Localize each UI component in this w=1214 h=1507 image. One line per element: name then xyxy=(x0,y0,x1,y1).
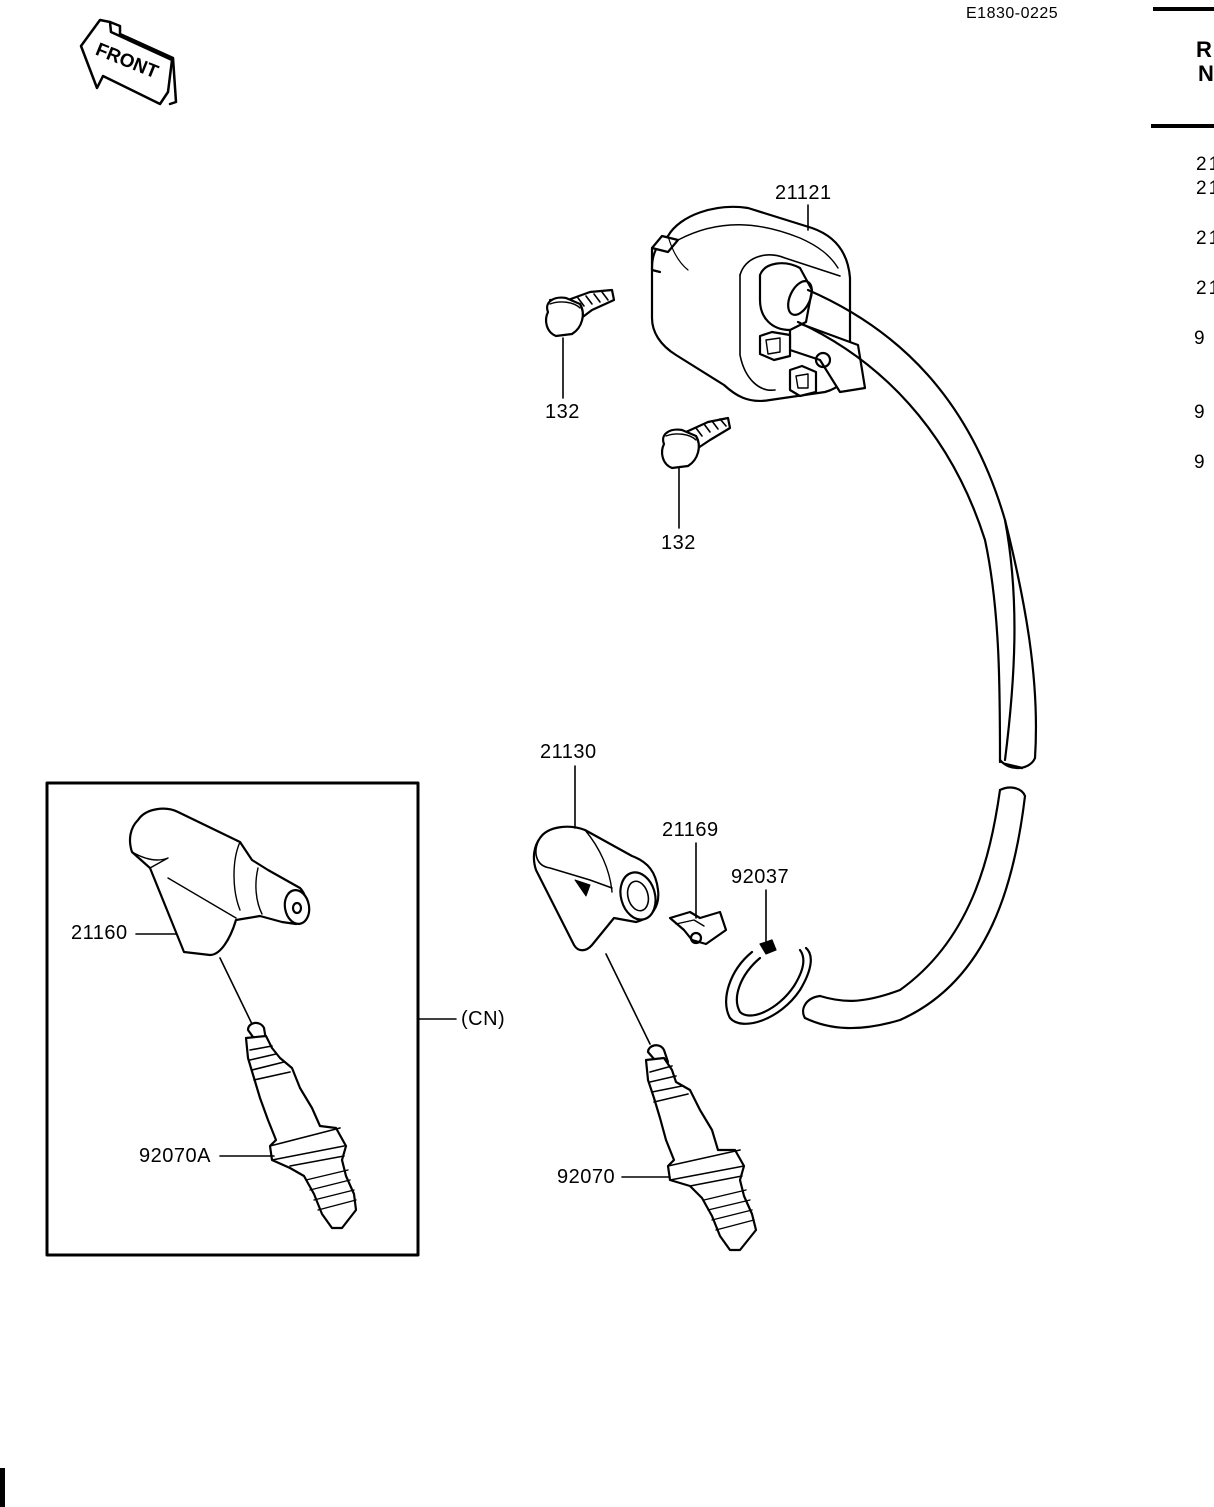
label-variant: (CN) xyxy=(461,1008,506,1030)
table-row: 21 xyxy=(1196,228,1214,249)
label-plug-cap: 21130 xyxy=(540,741,597,763)
table-header-rule xyxy=(1151,124,1214,128)
plug-cap xyxy=(532,825,660,952)
clamp xyxy=(668,910,728,946)
diagram-code: E1830-0225 xyxy=(966,5,1059,22)
table-top-rule xyxy=(1153,7,1214,11)
label-ignition-coil: 21121 xyxy=(775,182,832,204)
table-row: 21 xyxy=(1196,154,1214,175)
label-bolt-upper: 132 xyxy=(545,401,580,423)
table-row: 21 xyxy=(1196,178,1214,199)
ignition-coil xyxy=(650,205,867,403)
table-row: 21 xyxy=(1196,278,1214,299)
label-spark-plug-cn: 92070A xyxy=(139,1145,211,1167)
ht-lead xyxy=(796,288,1038,1030)
table-row: 9 xyxy=(1194,328,1207,349)
band xyxy=(725,939,812,1025)
leader-lines xyxy=(135,204,809,1178)
cn-inset xyxy=(45,781,420,1257)
spark-plug xyxy=(644,1044,758,1252)
bolt-upper xyxy=(545,288,616,338)
label-plug-cap-cn: 21160 xyxy=(71,922,128,944)
table-header-ref: R xyxy=(1196,37,1212,62)
table-row: 9 xyxy=(1194,402,1207,423)
label-clamp: 21169 xyxy=(662,819,719,841)
label-band: 92037 xyxy=(731,866,790,888)
label-spark-plug: 92070 xyxy=(557,1166,616,1188)
table-header-no: N xyxy=(1198,61,1214,86)
table-row: 9 xyxy=(1194,452,1207,473)
front-arrow-icon: FRONT xyxy=(79,18,178,106)
bolt-lower xyxy=(661,416,732,470)
page-edge-mark xyxy=(0,1468,5,1507)
label-bolt-lower: 132 xyxy=(661,532,696,554)
